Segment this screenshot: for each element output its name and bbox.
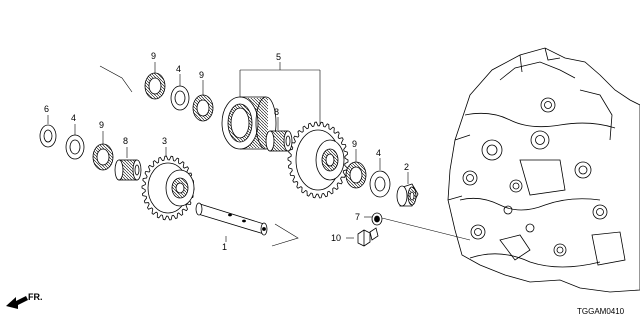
callout-9-top: 9: [151, 51, 156, 61]
callout-3: 3: [162, 136, 167, 146]
part-9-bearing-left: [92, 143, 114, 171]
callout-2: 2: [404, 162, 409, 172]
callout-5: 5: [276, 52, 281, 62]
callout-9-right: 9: [352, 139, 357, 149]
callout-6: 6: [44, 104, 49, 114]
callout-4-left: 4: [71, 113, 76, 123]
part-9-bearing-top: [144, 72, 166, 100]
callout-7: 7: [355, 212, 360, 222]
part-3-gear: [141, 155, 195, 221]
direction-label: FR.: [28, 292, 43, 302]
front-arrow-icon: FR.: [6, 292, 43, 309]
part-2-collar: [396, 183, 419, 207]
callout-10: 10: [331, 233, 341, 243]
part-5-gear-assembly: [221, 96, 349, 199]
callout-4-top: 4: [176, 64, 181, 74]
callout-9-top-2: 9: [199, 70, 204, 80]
callout-8-center: 8: [274, 107, 279, 117]
part-4-washer-right: [369, 170, 391, 198]
part-9-bearing-right: [345, 161, 367, 189]
part-4-washer-left: [65, 134, 85, 160]
transmission-case: [447, 47, 640, 293]
part-4-washer-top: [170, 85, 190, 111]
callout-labels: 9 4 9 5 6 4 9 8 3 8 9 4 2 1 7 10: [44, 51, 409, 252]
callout-9-left: 9: [99, 120, 104, 130]
leader-lines: [47, 62, 471, 247]
callout-8-left: 8: [123, 136, 128, 146]
part-6-thrust-washer: [39, 124, 57, 148]
part-8-needle-bearing-left: [114, 159, 142, 181]
part-7-washer: [371, 212, 383, 226]
part-10-bolt: [357, 227, 379, 247]
callout-1: 1: [222, 242, 227, 252]
diagram-code: TGGAM0410: [577, 307, 625, 316]
part-9-bearing-top-2: [192, 94, 214, 122]
part-8-needle-bearing-center: [265, 130, 293, 152]
callout-4-right: 4: [376, 148, 381, 158]
part-1-shaft: [195, 202, 268, 236]
